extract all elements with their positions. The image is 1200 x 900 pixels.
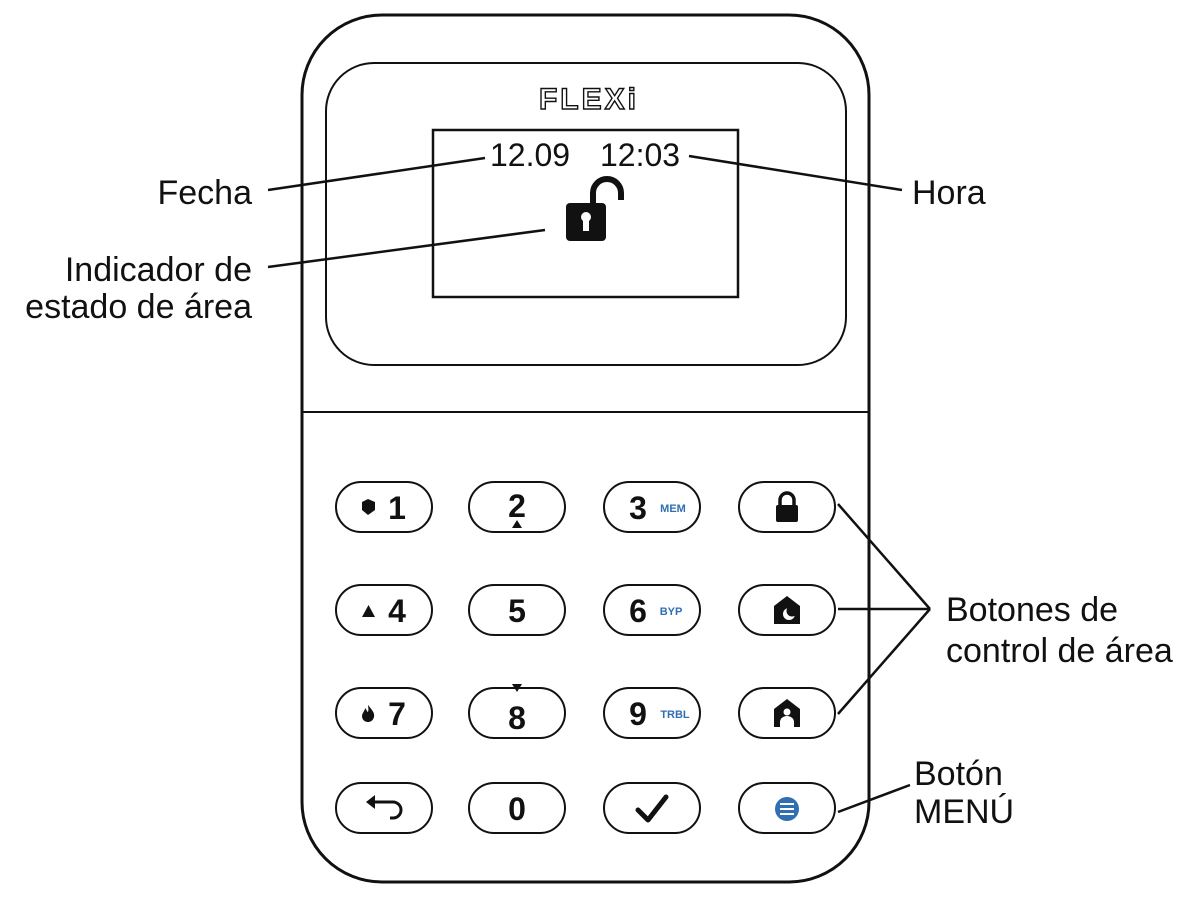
lcd-screen: 12.09 12:03 — [431, 128, 740, 299]
key-3-button[interactable]: 3 MEM — [603, 481, 701, 533]
key-5-button[interactable]: 5 — [468, 584, 566, 636]
warning-icon — [362, 605, 375, 617]
key-2-button[interactable]: 2 — [468, 481, 566, 533]
confirm-button[interactable] — [603, 782, 701, 834]
area-buttons-leader-top — [837, 503, 931, 610]
fire-icon — [362, 705, 375, 722]
area-stay-button[interactable] — [738, 687, 836, 739]
area-arm-button[interactable] — [738, 481, 836, 533]
key-2-label: 2 — [508, 488, 526, 524]
key-7-button[interactable]: 7 — [335, 687, 433, 739]
menu-leader-line — [837, 783, 911, 814]
key-8-button[interactable]: 8 — [468, 684, 566, 739]
lcd-date: 12.09 — [490, 137, 570, 173]
home-stay-icon — [774, 699, 800, 727]
checkmark-icon — [635, 794, 669, 823]
unlocked-padlock-icon — [566, 176, 624, 241]
area-night-button[interactable] — [738, 584, 836, 636]
key-0-button[interactable]: 0 — [468, 782, 566, 834]
back-arrow-icon — [366, 795, 403, 820]
key-6-sub-label: BYP — [660, 606, 683, 618]
key-4-button[interactable]: 4 — [335, 584, 433, 636]
key-4-label: 4 — [388, 593, 406, 629]
key-3-sub-label: MEM — [660, 503, 686, 515]
menu-callout-line1: Botón — [914, 755, 1003, 793]
menu-icon — [775, 797, 799, 821]
menu-button[interactable] — [738, 782, 836, 834]
date-callout: Fecha — [158, 174, 253, 212]
home-night-icon — [774, 596, 800, 624]
keypad-grid: 1 2 3 MEM — [335, 481, 836, 834]
back-button[interactable] — [335, 782, 433, 834]
key-8-label: 8 — [508, 700, 526, 736]
key-9-label: 9 — [629, 696, 647, 732]
key-1-label: 1 — [388, 490, 406, 526]
key-7-label: 7 — [388, 696, 406, 732]
area-status-callout-line2: estado de área — [25, 288, 252, 326]
lock-icon — [776, 491, 798, 522]
area-status-callout-line1: Indicador de — [65, 251, 252, 289]
area-buttons-leader-bottom — [837, 608, 931, 715]
area-status-leader-line — [267, 228, 546, 269]
callout-labels: Fecha Hora Indicador de estado de área B… — [25, 174, 1173, 831]
time-leader-line — [688, 154, 903, 192]
area-buttons-callout-line2: control de área — [946, 632, 1173, 670]
date-leader-line — [267, 156, 486, 192]
lcd-time: 12:03 — [600, 137, 680, 173]
callout-lines — [267, 154, 931, 814]
menu-callout-line2: MENÚ — [914, 793, 1014, 831]
key-5-label: 5 — [508, 593, 526, 629]
key-6-button[interactable]: 6 BYP — [603, 584, 701, 636]
key-9-button[interactable]: 9 TRBL — [603, 687, 701, 739]
key-6-label: 6 — [629, 593, 647, 629]
keypad-device: FLEXi 12.09 12:03 1 2 — [300, 13, 871, 884]
area-buttons-callout-line1: Botones de — [946, 591, 1118, 629]
time-callout: Hora — [912, 174, 986, 212]
police-badge-icon — [362, 499, 375, 515]
key-0-label: 0 — [508, 791, 526, 827]
brand-logo: FLEXi — [539, 83, 639, 116]
arrow-down-icon — [512, 684, 522, 692]
arrow-up-icon — [512, 520, 522, 528]
key-9-sub-label: TRBL — [660, 709, 690, 721]
key-3-label: 3 — [629, 490, 647, 526]
key-1-button[interactable]: 1 — [335, 481, 433, 533]
